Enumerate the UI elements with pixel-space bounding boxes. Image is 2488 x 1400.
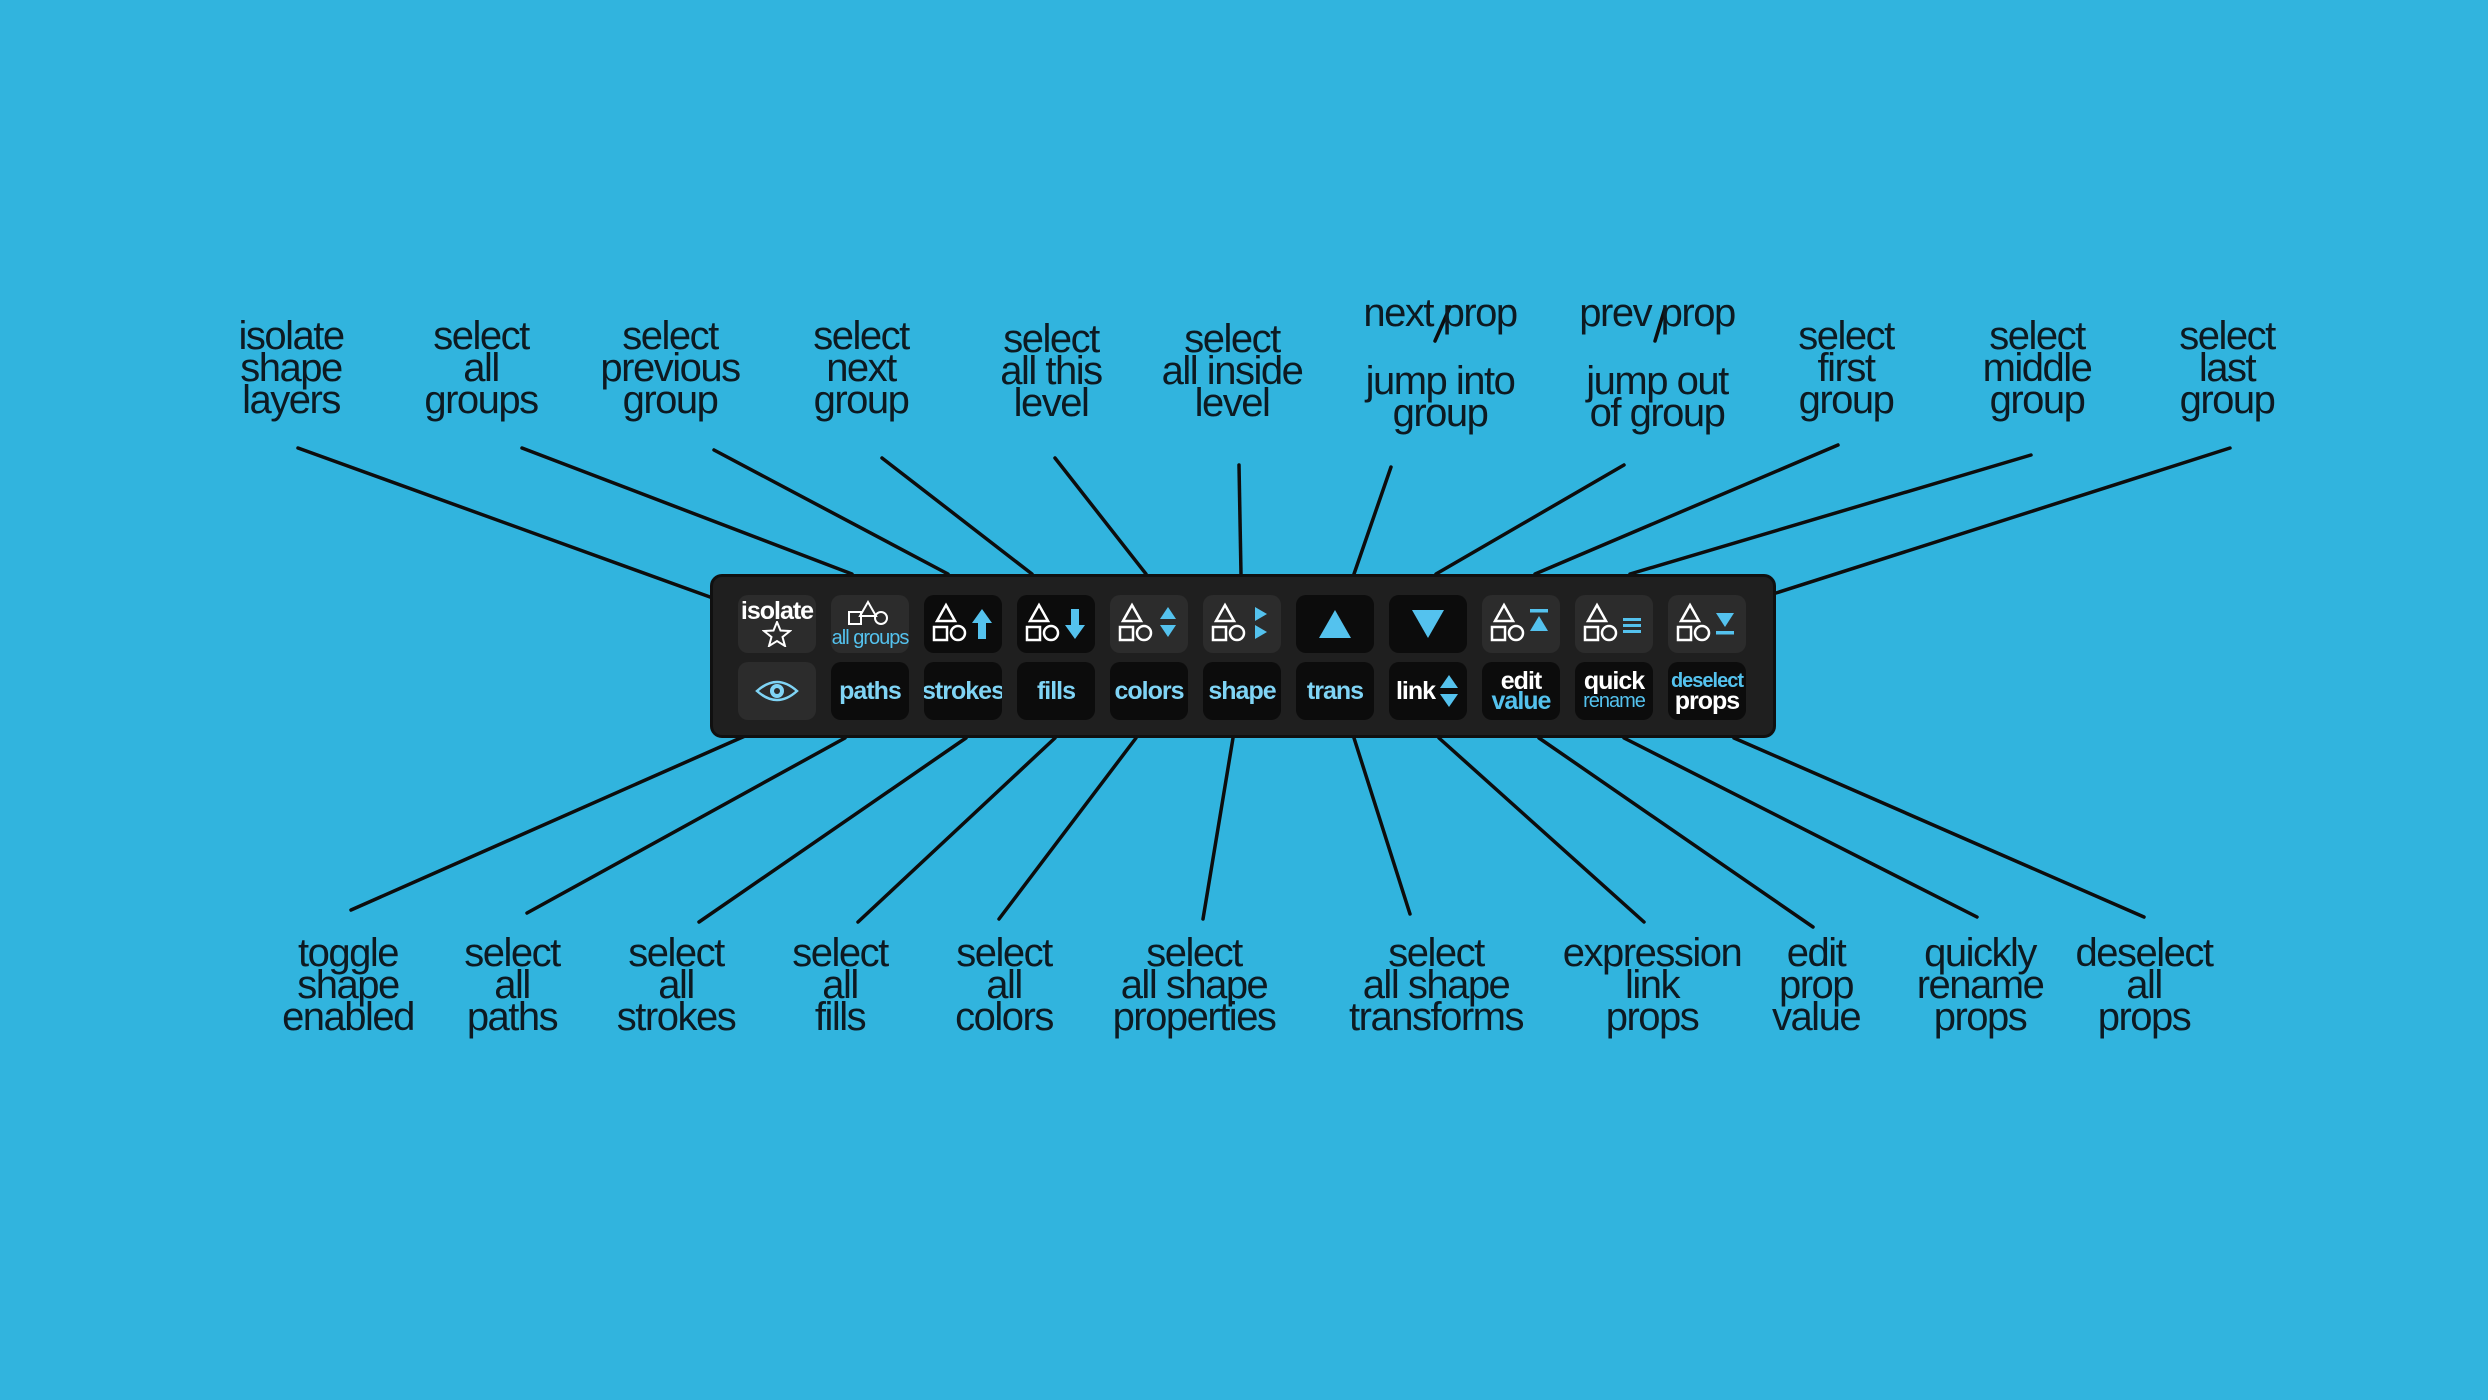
quick-label: quick [1583,667,1645,695]
select-all-this-level-button[interactable] [1110,595,1188,653]
fills-button[interactable]: fills [1017,662,1095,720]
shapes-up-down-icon [1118,602,1176,642]
shapes-icon [848,600,888,625]
label-jump-out-of-group: jump out of group [1586,359,1729,435]
link-label: link [1395,676,1436,705]
all-groups-label: all groups [831,627,909,649]
select-first-group-button[interactable] [1482,595,1560,653]
shapes-bottom-icon [1676,602,1734,642]
label-select-all-inside-level: select all inside level [1161,317,1304,425]
label-prev-prop: prev prop [1579,291,1736,335]
label-select-all-colors: select all colors [955,931,1054,1039]
strokes-button[interactable]: strokes [924,662,1002,720]
shapes-up-arrow-icon [932,602,992,642]
label-select-all-shape-properties: select all shape properties [1112,931,1277,1039]
colors-button[interactable]: colors [1110,662,1188,720]
label-quickly-rename-props: quickly rename props [1916,931,2045,1039]
all-groups-button[interactable]: all groups [831,595,909,653]
quick-rename-button[interactable]: quick rename [1575,662,1653,720]
link-button[interactable]: link [1389,662,1467,720]
edit-value-button[interactable]: edit value [1482,662,1560,720]
label-select-all-strokes: select all strokes [616,931,737,1039]
label-select-all-groups: select all groups [424,314,539,422]
triangle-up-icon [1319,610,1351,638]
select-next-group-button[interactable] [1017,595,1095,653]
select-all-inside-level-button[interactable] [1203,595,1281,653]
label-select-all-fills: select all fills [792,931,889,1039]
triangle-down-icon [1412,610,1444,638]
label-jump-into-group: jump into group [1365,359,1516,435]
deselect-props-button[interactable]: deselect props [1668,662,1746,720]
select-previous-group-button[interactable] [924,595,1002,653]
label-toggle-shape-enabled: toggle shape enabled [282,931,415,1039]
label-select-all-shape-transforms: select all shape transforms [1349,931,1524,1039]
up-down-arrows-icon [1440,675,1459,707]
eye-icon [755,680,799,702]
toggle-shape-enabled-button[interactable] [738,662,816,720]
deselect-label: deselect [1670,670,1744,692]
label-edit-prop-value: edit prop value [1771,931,1862,1039]
edit-label: edit [1500,667,1542,695]
select-last-group-button[interactable] [1668,595,1746,653]
select-middle-group-button[interactable] [1575,595,1653,653]
label-select-all-paths: select all paths [464,931,561,1039]
paths-button[interactable]: paths [831,662,909,720]
prev-prop-button[interactable] [1389,595,1467,653]
shapes-middle-icon [1583,602,1641,642]
label-next-prop: next prop [1363,291,1518,335]
label-expression-link-props: expression link props [1562,931,1743,1039]
label-select-last-group: select last group [2179,314,2276,422]
label-select-middle-group: select middle group [1982,314,2093,422]
label-select-first-group: select first group [1798,314,1895,422]
isolate-button[interactable]: isolate [738,595,816,653]
shapes-down-arrow-icon [1025,602,1085,642]
isolate-label: isolate [740,597,814,625]
trans-button[interactable]: trans [1296,662,1374,720]
shapes-top-icon [1490,602,1548,642]
shapes-right-icon [1211,602,1267,642]
label-select-next-group: select next group [813,314,910,422]
next-prop-button[interactable] [1296,595,1374,653]
toolbar-panel: isolate all groups [710,574,1776,738]
value-label: value [1491,687,1552,715]
label-isolate-shape-layers: isolate shape layers [238,314,345,422]
star-icon [761,621,792,647]
label-select-previous-group: select previous group [600,314,741,422]
label-deselect-all-props: deselect all props [2075,931,2214,1039]
shape-button[interactable]: shape [1203,662,1281,720]
label-select-all-this-level: select all this level [1000,317,1103,425]
props-label: props [1674,687,1740,715]
rename-label: rename [1583,690,1646,712]
